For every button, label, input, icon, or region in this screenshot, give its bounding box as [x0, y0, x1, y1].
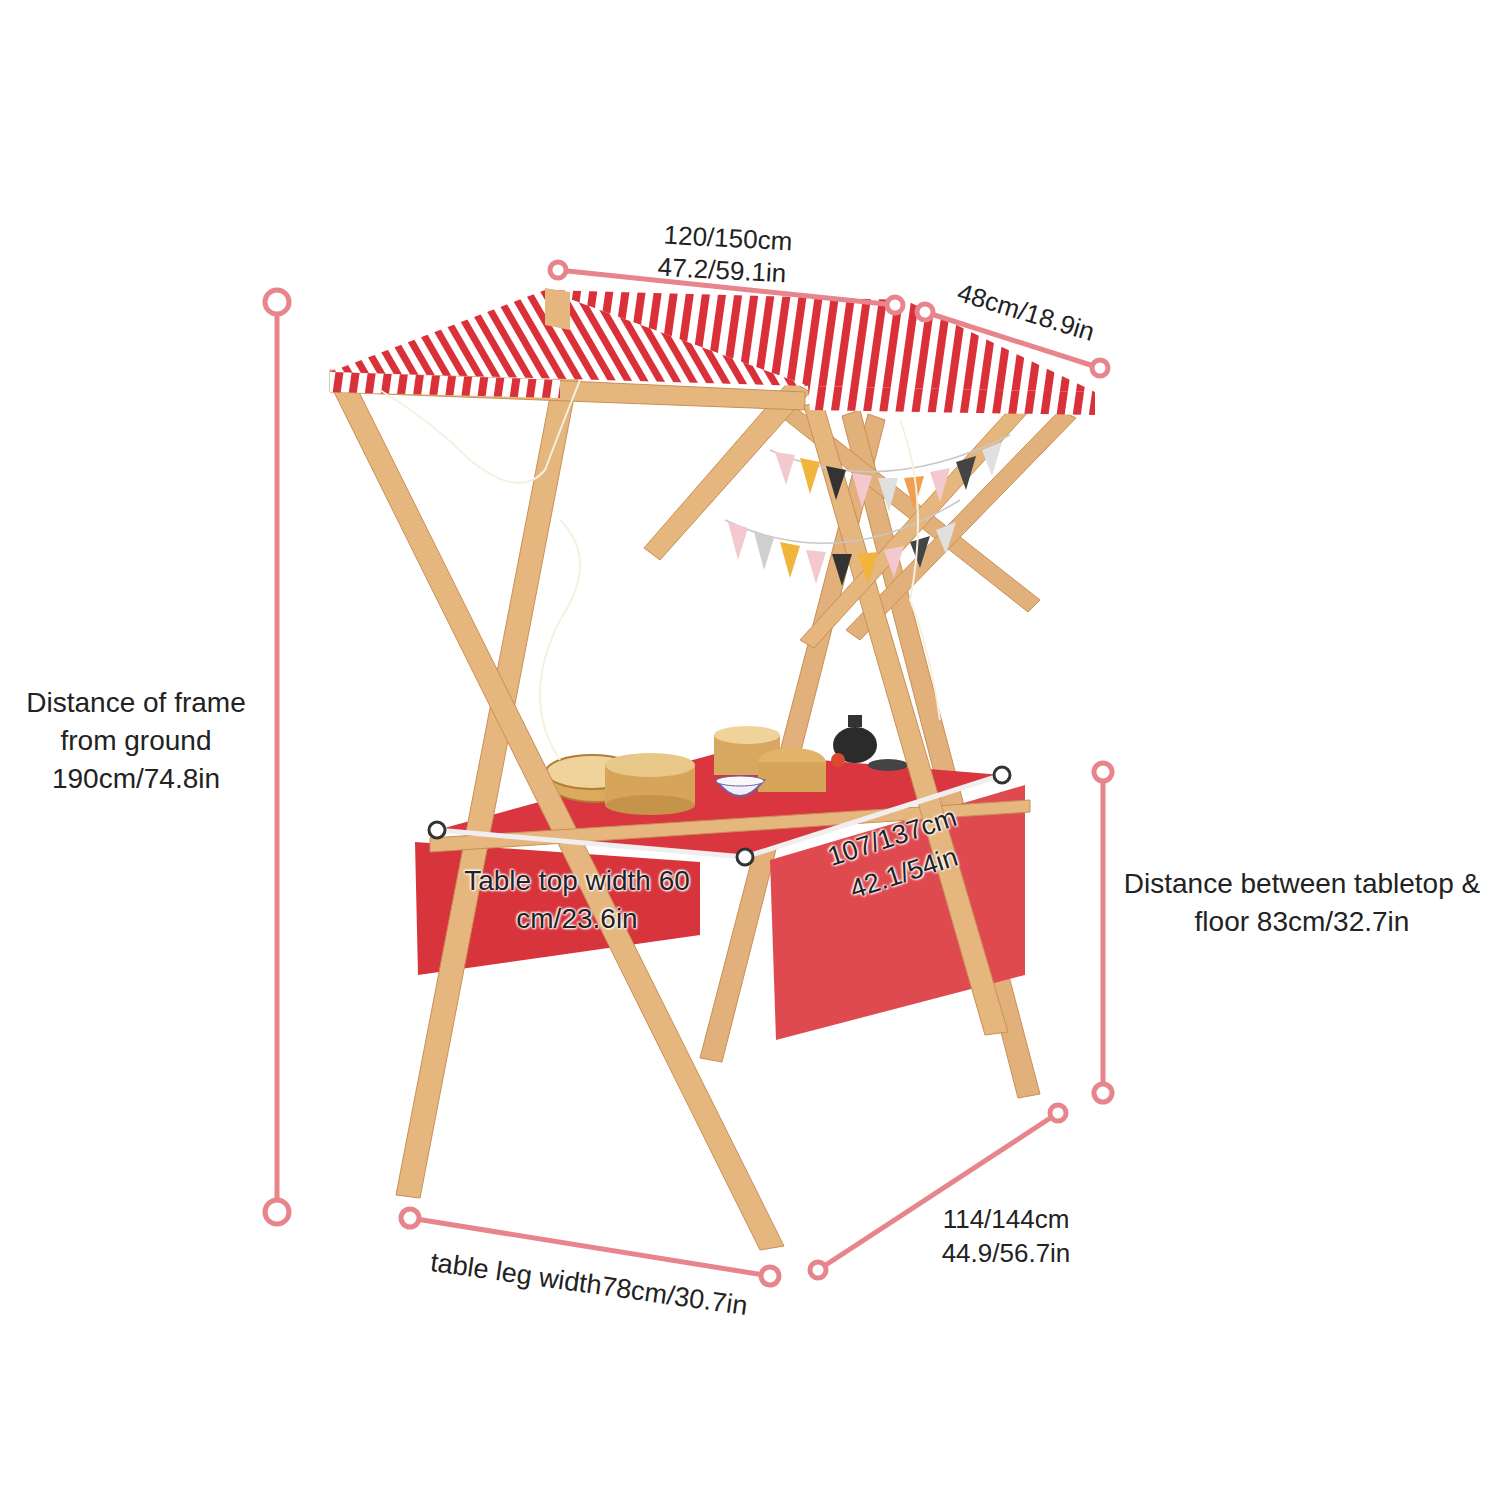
dimension-label: Table top width 60 cm/23.6in: [457, 862, 697, 938]
dimension-label: 44.9/56.7in: [896, 1234, 1116, 1272]
dimension-label: Distance between tabletop & floor 83cm/3…: [1110, 865, 1495, 941]
dimension-label: table leg width78cm/30.7in: [378, 1236, 799, 1332]
dimension-label: 114/144cm: [896, 1200, 1116, 1238]
dimension-label: 47.2/59.1in: [591, 244, 853, 296]
dimension-label: Distance of frame from ground 190cm/74.8…: [5, 684, 267, 798]
